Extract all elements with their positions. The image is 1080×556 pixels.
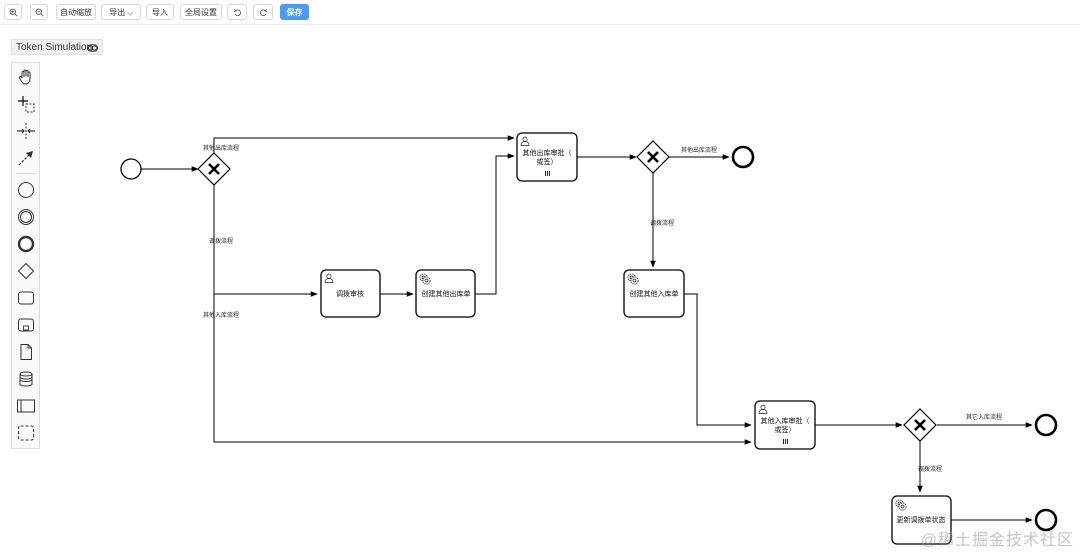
palette-separator — [16, 173, 36, 174]
start-event-icon[interactable] — [16, 180, 36, 200]
task-update-transfer-status[interactable]: 更新调拨单状态 — [891, 495, 952, 545]
global-connect-icon[interactable] — [16, 148, 36, 168]
toolbar: 自动缩放 导出 ⌵ 导入 全局设置 保存 — [0, 0, 1080, 25]
undo-icon — [233, 9, 241, 17]
task-label: 或签） — [775, 425, 796, 434]
toggle-icon — [87, 44, 98, 52]
save-button[interactable]: 保存 — [280, 4, 309, 20]
hand-tool-icon[interactable] — [16, 67, 36, 87]
task-label: 其他出库审批（ — [523, 148, 572, 157]
user-task-icon — [519, 135, 531, 147]
data-object-icon[interactable] — [16, 342, 36, 362]
zoom-in-button[interactable] — [4, 4, 22, 20]
token-simulation-label: Token Simulation — [16, 42, 93, 53]
flow-label: 其他入库流程 — [203, 311, 239, 319]
task-label: 创建其他入库单 — [630, 289, 679, 298]
global-settings-button[interactable]: 全局设置 — [180, 4, 222, 20]
task-icon[interactable] — [16, 288, 36, 308]
start-event[interactable] — [120, 158, 142, 180]
bpmn-canvas[interactable]: 其他出库审批（ 或签） 调拨审核 创建其他出库单 创建其他入库单 其他入库审批（… — [0, 24, 1080, 556]
zoom-out-icon — [35, 8, 43, 17]
task-other-in-approval[interactable]: 其他入库审批（ 或签） — [754, 400, 816, 450]
exclusive-gateway-2[interactable] — [636, 140, 670, 174]
gateway-icon[interactable] — [16, 261, 36, 281]
task-other-out-approval[interactable]: 其他出库审批（ 或签） — [516, 132, 578, 182]
task-label: 更新调拨单状态 — [897, 515, 946, 524]
sequence-flows — [141, 135, 1033, 523]
task-label: 调拨审核 — [336, 289, 364, 298]
group-icon[interactable] — [16, 423, 36, 443]
task-label: 其他入库审批（ — [761, 416, 810, 425]
flow-label: 其他出库流程 — [681, 146, 717, 154]
flow-label: 其他出库流程 — [203, 144, 239, 152]
flow-label: 调拨流程 — [650, 219, 674, 227]
import-button[interactable]: 导入 — [146, 4, 174, 20]
data-store-icon[interactable] — [16, 369, 36, 389]
flow-label: 其它入库流程 — [966, 413, 1002, 421]
export-label: 导出 — [109, 8, 126, 17]
end-event-transfer[interactable] — [1034, 508, 1058, 532]
flow-label: 调拨流程 — [918, 465, 942, 473]
user-task-icon — [757, 403, 769, 415]
redo-button[interactable] — [253, 4, 273, 20]
flow-other-out[interactable] — [213, 135, 515, 154]
zoom-in-icon — [9, 8, 17, 17]
zoom-out-button[interactable] — [30, 4, 48, 20]
watermark: @稀土掘金技术社区 — [920, 532, 1074, 549]
end-event-other-out[interactable] — [731, 145, 755, 169]
flow-create-in-to-approval[interactable] — [684, 293, 752, 428]
redo-icon — [259, 9, 267, 17]
flow-label: 调拨流程 — [209, 237, 233, 245]
task-create-other-in[interactable]: 创建其他入库单 — [623, 269, 685, 318]
space-tool-icon[interactable] — [16, 121, 36, 141]
undo-button[interactable] — [227, 4, 247, 20]
exclusive-gateway-3[interactable] — [903, 408, 937, 442]
task-label: 或签） — [537, 157, 558, 166]
auto-fit-button[interactable]: 自动缩放 — [56, 4, 96, 20]
export-dropdown[interactable]: 导出 ⌵ — [101, 4, 141, 20]
intermediate-event-icon[interactable] — [16, 207, 36, 227]
end-event-other-in[interactable] — [1034, 413, 1058, 437]
participant-icon[interactable] — [16, 396, 36, 416]
task-create-other-out[interactable]: 创建其他出库单 — [415, 269, 476, 318]
lasso-tool-icon[interactable] — [16, 94, 36, 114]
user-task-icon — [323, 272, 335, 284]
multi-instance-icon — [545, 171, 550, 176]
flow-create-out-to-approval[interactable] — [475, 153, 515, 295]
exclusive-gateway-1[interactable] — [197, 152, 231, 186]
subprocess-icon[interactable] — [16, 315, 36, 335]
token-simulation-toggle[interactable]: Token Simulation — [11, 39, 103, 55]
chevron-down-icon: ⌵ — [127, 10, 133, 17]
end-event-icon[interactable] — [16, 234, 36, 254]
flow-other-in[interactable] — [213, 294, 752, 445]
multi-instance-icon — [783, 439, 788, 444]
task-label: 创建其他出库单 — [422, 289, 471, 298]
task-transfer-review[interactable]: 调拨审核 — [320, 269, 381, 318]
palette — [11, 62, 40, 449]
